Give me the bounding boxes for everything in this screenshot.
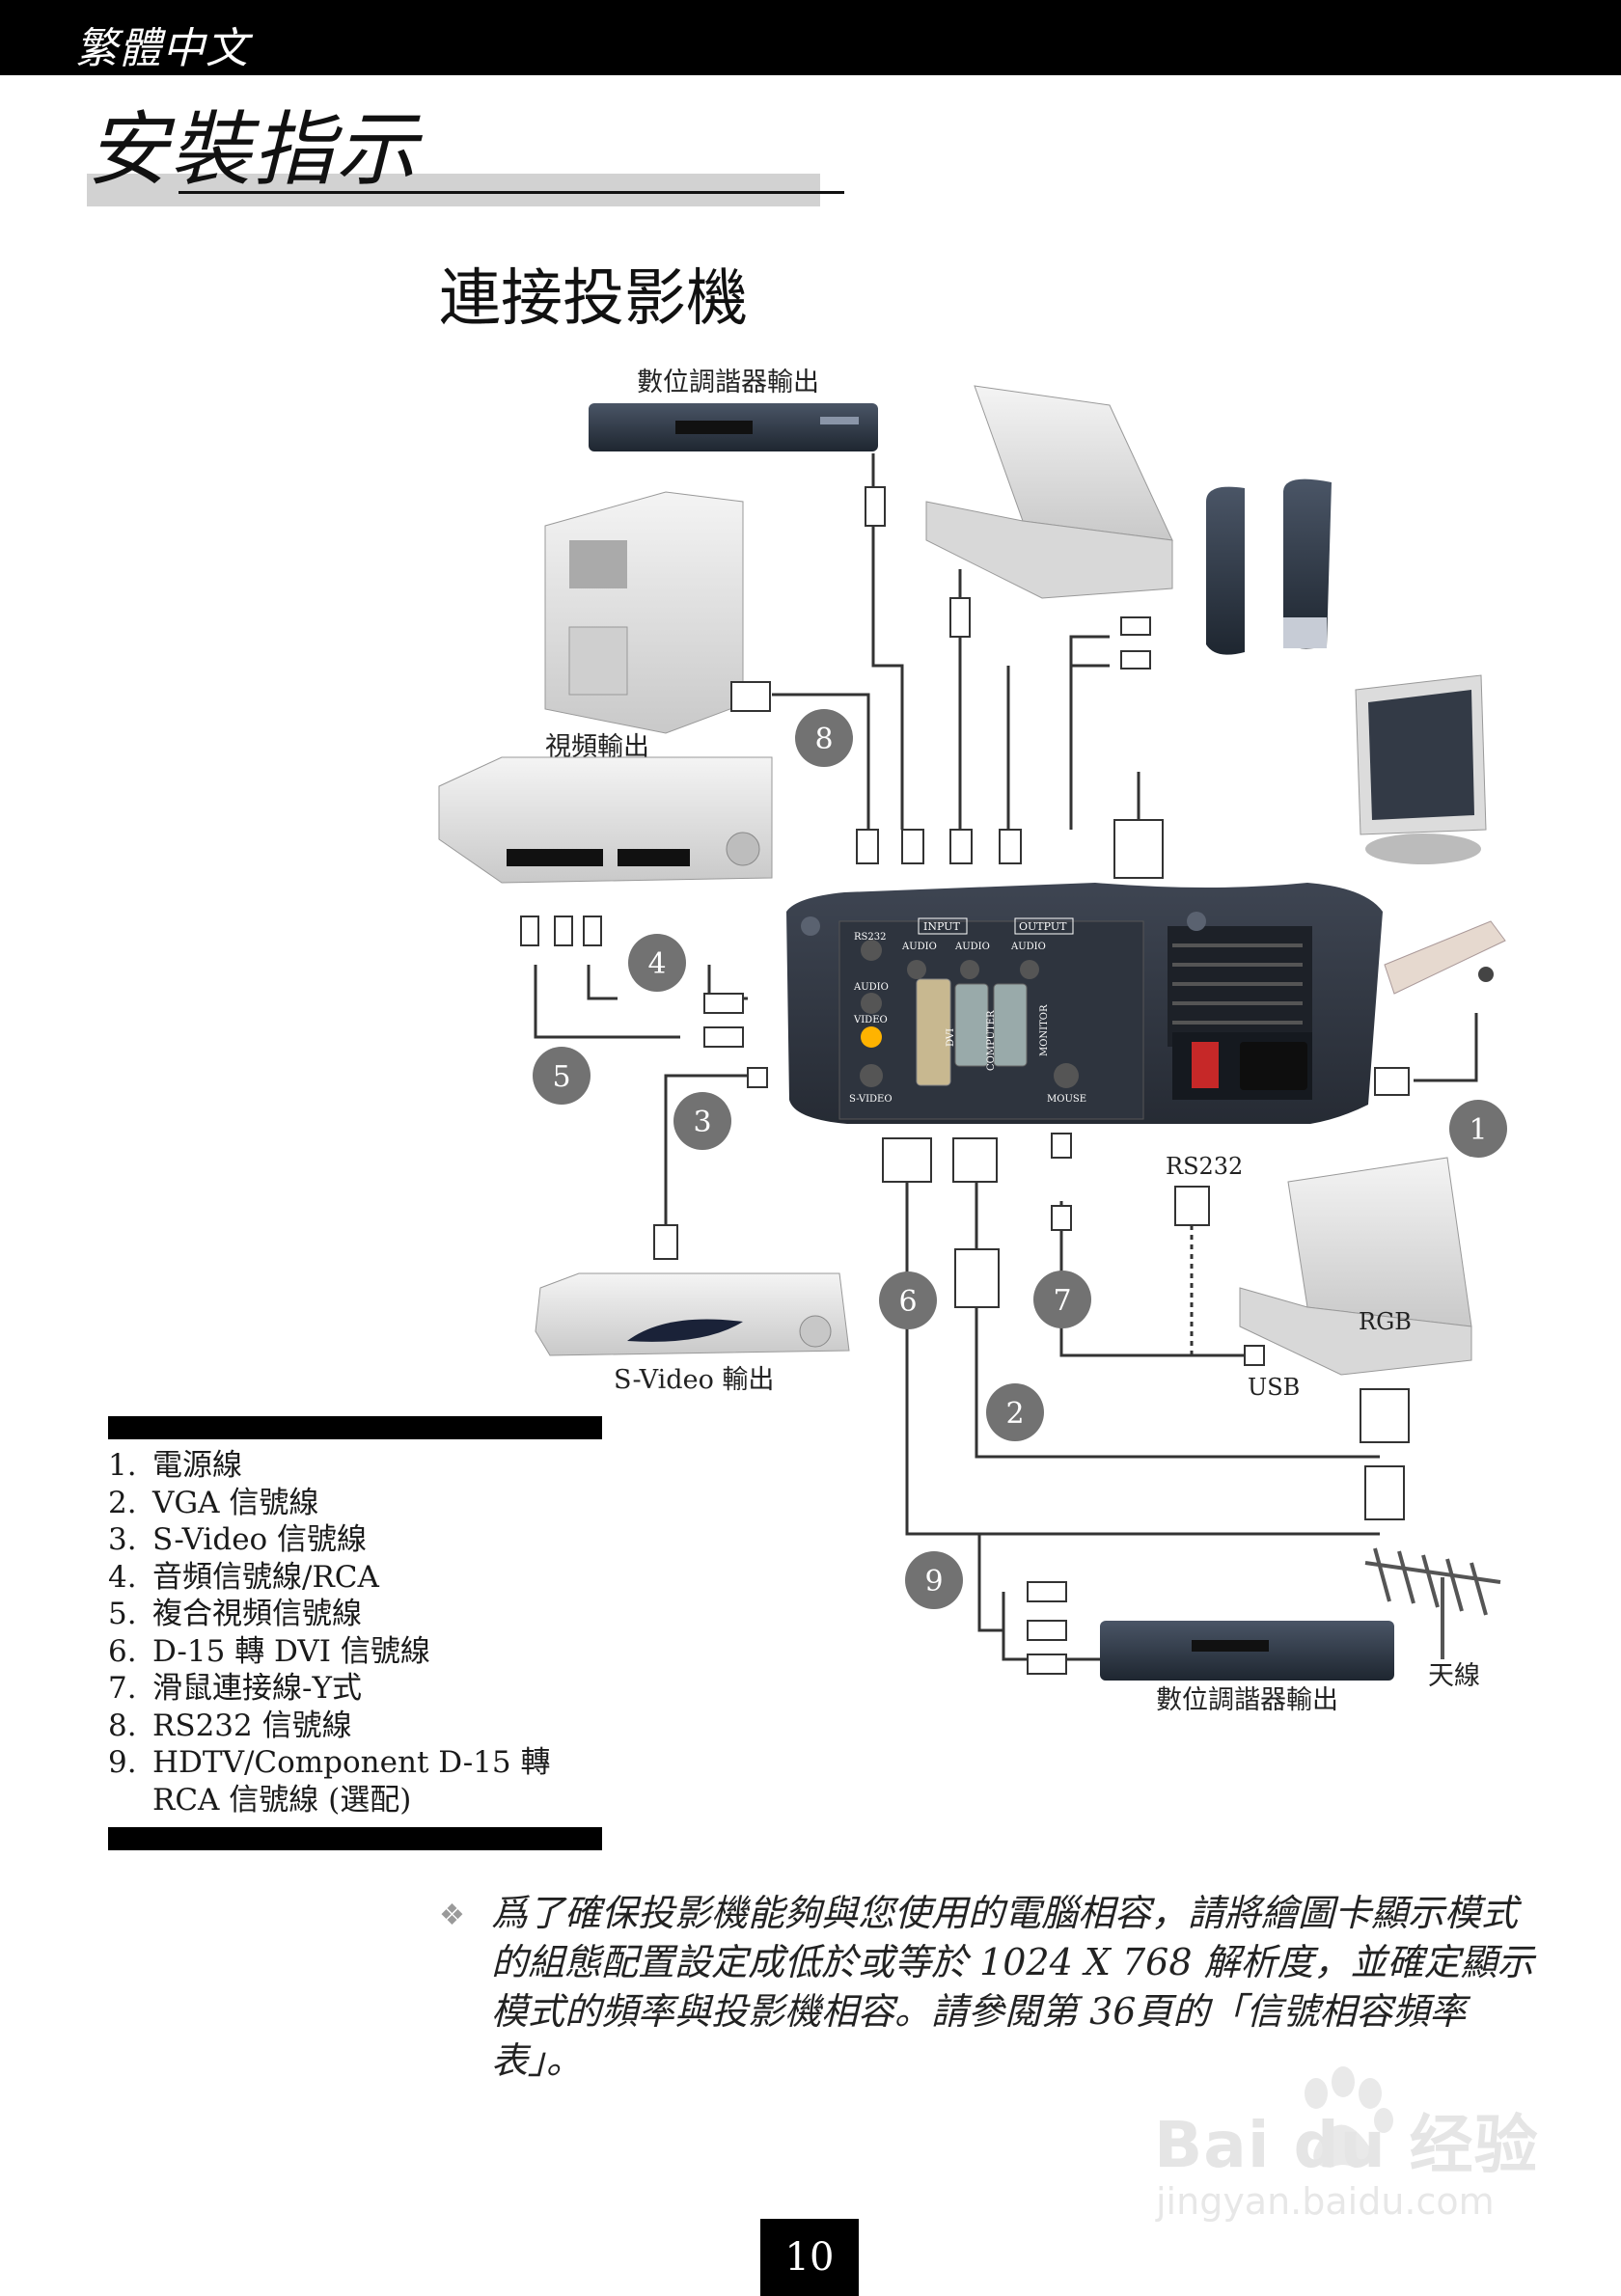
antenna (1364, 1547, 1501, 1659)
top-header-bar: 繁體中文 (0, 0, 1621, 75)
dtv-device-bottom (1100, 1621, 1394, 1681)
language-label: 繁體中文 (75, 24, 249, 73)
legend-item-number: 7. (108, 1671, 137, 1706)
legend-item-text: 複合視頻信號線 (152, 1597, 362, 1631)
legend-item: 9. HDTV/Component D-15 轉 RCA 信號線 (選配) (108, 1744, 610, 1818)
dtv-device-top (589, 403, 878, 451)
legend-item-number: 3. (108, 1522, 137, 1557)
legend-item-number: 8. (108, 1708, 137, 1743)
callout-3: 3 (673, 1092, 731, 1150)
svg-text:COMPUTER: COMPUTER (986, 1010, 997, 1071)
projector-panel-labels: INPUT OUTPUT RS232 AUDIO AUDIO AUDIO AUD… (849, 917, 1086, 1105)
connector-plugs (520, 486, 1410, 1675)
callout-1: 1 (1449, 1100, 1507, 1158)
svg-text:2: 2 (1005, 1397, 1024, 1431)
usb-label: USB (1248, 1374, 1300, 1401)
legend-item-text: VGA 信號線 (152, 1485, 319, 1520)
watermark-brand: Bai du 经验 (1154, 2108, 1539, 2182)
baidu-watermark: Bai du 经验 jingyan.baidu.com (1146, 2064, 1552, 2238)
dtv-bottom-label: 數位調諧器輸出 (1156, 1685, 1338, 1715)
antenna-label: 天線 (1428, 1661, 1480, 1691)
legend-item: 1. 電源線 (108, 1447, 610, 1485)
page-subtitle: 連接投影機 (439, 263, 748, 335)
svg-text:6: 6 (898, 1285, 917, 1319)
legend-item-number: 2. (108, 1485, 137, 1520)
svg-text:AUDIO: AUDIO (954, 942, 990, 952)
dtv-top-label: 數位調諧器輸出 (637, 368, 819, 397)
svg-text:1: 1 (1469, 1113, 1487, 1147)
speakers (1206, 478, 1332, 655)
svg-text:AUDIO: AUDIO (1010, 942, 1046, 952)
svg-text:5: 5 (552, 1060, 570, 1094)
svg-text:VIDEO: VIDEO (853, 1015, 888, 1025)
callout-9: 9 (905, 1551, 963, 1609)
power-strip (1384, 920, 1506, 995)
legend-top-bar (108, 1416, 602, 1439)
svg-text:OUTPUT: OUTPUT (1019, 920, 1067, 933)
legend-item: 4. 音頻信號線/RCA (108, 1559, 610, 1597)
connection-diagram: 數位調諧器輸出 視頻輸出 (438, 368, 1507, 1715)
svg-text:RS232: RS232 (854, 932, 886, 943)
svg-text:DVI: DVI (946, 1028, 956, 1047)
legend-item-text: D-15 轉 DVI 信號線 (152, 1633, 430, 1669)
svg-text:3: 3 (693, 1106, 711, 1139)
legend-item: 5. 複合視頻信號線 (108, 1596, 610, 1633)
title-underline-band (87, 174, 820, 206)
rs232-label: RS232 (1166, 1153, 1243, 1180)
section-title: 安裝指示 (87, 102, 420, 197)
monitor (1355, 674, 1487, 864)
legend-item-text: 電源線 (152, 1448, 242, 1483)
laptop-right (1239, 1157, 1472, 1376)
svg-text:7: 7 (1053, 1284, 1071, 1318)
compatibility-note: ❖ 爲了確保投影機能夠與您使用的電腦相容，請將繪圖卡顯示模式的組態配置設定成低於… (439, 1889, 1549, 2086)
svg-text:AUDIO: AUDIO (853, 982, 889, 993)
svg-text:MOUSE: MOUSE (1047, 1094, 1086, 1105)
callout-6: 6 (879, 1271, 937, 1329)
legend-item-number: 6. (108, 1633, 137, 1669)
dvd-player (438, 756, 773, 884)
callout-5: 5 (533, 1047, 591, 1105)
legend-item-text: 滑鼠連接線-Y式 (152, 1671, 362, 1706)
projector (786, 883, 1383, 1124)
svg-text:9: 9 (924, 1565, 943, 1599)
rgb-label: RGB (1359, 1308, 1412, 1335)
legend-item-number: 9. (108, 1745, 137, 1780)
callout-2: 2 (986, 1383, 1044, 1441)
svg-text:4: 4 (647, 947, 666, 981)
paw-icon (1305, 2066, 1393, 2168)
legend-item-number: 5. (108, 1597, 137, 1631)
note-text: 爲了確保投影機能夠與您使用的電腦相容，請將繪圖卡顯示模式的組態配置設定成低於或等… (491, 1892, 1534, 2082)
legend-item: 2. VGA 信號線 (108, 1485, 610, 1522)
svideo-device (535, 1272, 850, 1356)
legend-item-text: HDTV/Component D-15 轉 RCA 信號線 (選配) (152, 1745, 551, 1818)
callout-markers: 1 2 3 4 5 6 7 8 9 (533, 709, 1507, 1609)
callout-4: 4 (628, 934, 686, 992)
svg-text:8: 8 (814, 723, 833, 756)
legend-item: 7. 滑鼠連接線-Y式 (108, 1670, 610, 1708)
legend-item: 8. RS232 信號線 (108, 1708, 610, 1745)
legend-item-text: RS232 信號線 (152, 1708, 352, 1743)
pc-tower (544, 491, 744, 734)
title-underline-rule (179, 191, 844, 194)
svideo-out-label: S-Video 輸出 (614, 1365, 774, 1395)
legend-item-text: 音頻信號線/RCA (152, 1559, 379, 1595)
legend-item-number: 4. (108, 1559, 137, 1595)
callout-7: 7 (1033, 1271, 1091, 1328)
laptop-top (925, 385, 1173, 599)
legend-bottom-bar (108, 1827, 602, 1850)
watermark-url: jingyan.baidu.com (1156, 2180, 1495, 2223)
callout-8: 8 (795, 709, 853, 767)
svg-text:MONITOR: MONITOR (1039, 1004, 1050, 1056)
legend-item: 3. S-Video 信號線 (108, 1521, 610, 1559)
legend-item: 6. D-15 轉 DVI 信號線 (108, 1633, 610, 1671)
note-bullet-icon: ❖ (439, 1899, 465, 1932)
svg-text:INPUT: INPUT (923, 920, 960, 933)
legend-item-number: 1. (108, 1448, 137, 1483)
page-number: 10 (760, 2219, 859, 2296)
legend-item-text: S-Video 信號線 (152, 1522, 368, 1557)
svg-text:S-VIDEO: S-VIDEO (849, 1094, 893, 1105)
svg-text:AUDIO: AUDIO (901, 942, 937, 952)
